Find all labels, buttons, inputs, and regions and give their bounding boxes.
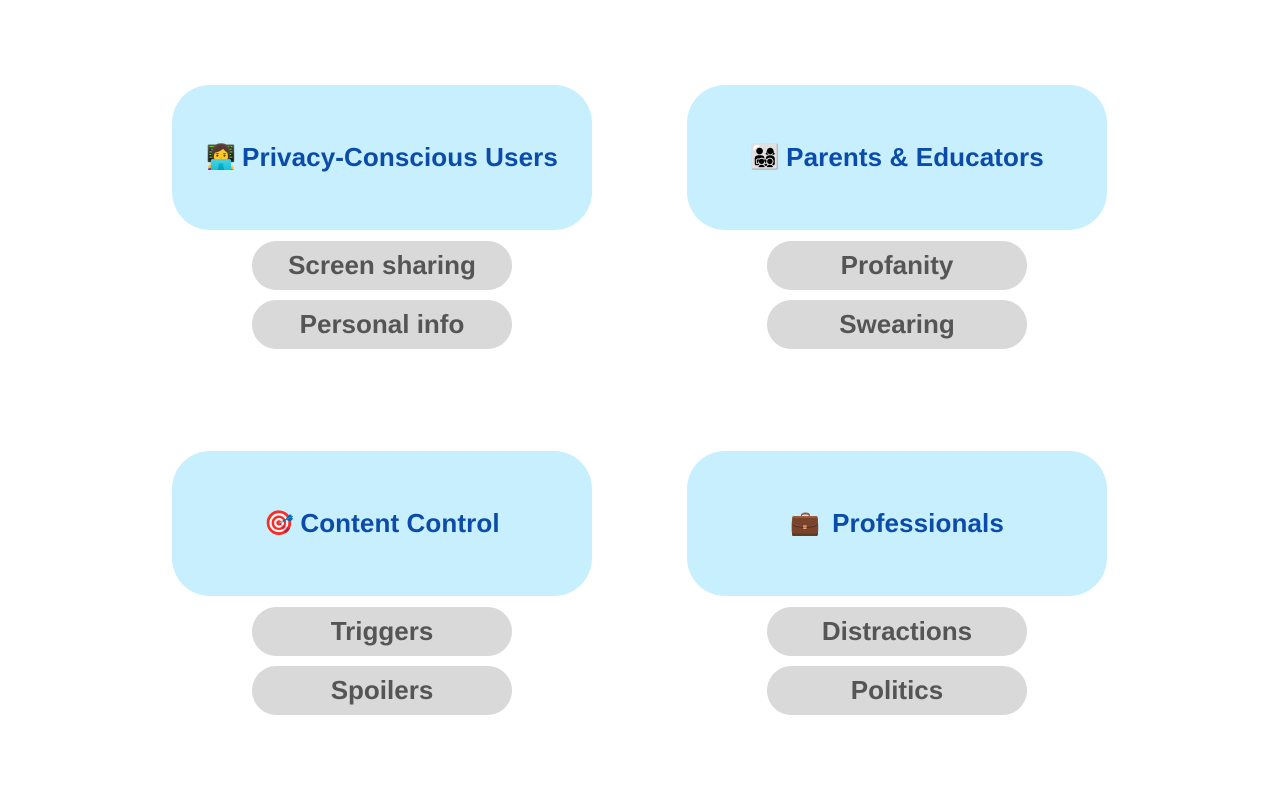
category-card: 💼 Professionals [687, 451, 1107, 596]
card-title-label: Professionals [832, 508, 1004, 538]
group-professionals: 💼 Professionals Distractions Politics [687, 451, 1107, 715]
category-card: 👩‍💻 Privacy-Conscious Users [172, 85, 592, 230]
category-card: 👨‍👩‍👧‍👦 Parents & Educators [687, 85, 1107, 230]
tag-pill: Personal info [252, 300, 512, 349]
card-title-label: Parents & Educators [786, 142, 1044, 172]
card-title-label: Content Control [300, 508, 500, 538]
tag-pill: Spoilers [252, 666, 512, 715]
family-icon: 👨‍👩‍👧‍👦 [750, 143, 781, 171]
group-privacy-conscious-users: 👩‍💻 Privacy-Conscious Users Screen shari… [172, 85, 592, 349]
card-title-label: Privacy-Conscious Users [242, 142, 558, 172]
group-content-control: 🎯 Content Control Triggers Spoilers [172, 451, 592, 715]
tag-pill: Politics [767, 666, 1027, 715]
tag-pill: Triggers [252, 607, 512, 656]
card-title: 🎯 Content Control [264, 508, 499, 539]
card-title: 👨‍👩‍👧‍👦 Parents & Educators [750, 142, 1044, 173]
target-icon: 🎯 [264, 509, 295, 537]
tag-pill: Profanity [767, 241, 1027, 290]
card-title: 👩‍💻 Privacy-Conscious Users [206, 142, 558, 173]
tag-pill: Distractions [767, 607, 1027, 656]
tag-pill: Screen sharing [252, 241, 512, 290]
group-parents-educators: 👨‍👩‍👧‍👦 Parents & Educators Profanity Sw… [687, 85, 1107, 349]
category-card: 🎯 Content Control [172, 451, 592, 596]
briefcase-icon: 💼 [790, 509, 821, 537]
woman-technologist-icon: 👩‍💻 [206, 143, 237, 171]
card-title: 💼 Professionals [790, 508, 1004, 539]
tag-pill: Swearing [767, 300, 1027, 349]
